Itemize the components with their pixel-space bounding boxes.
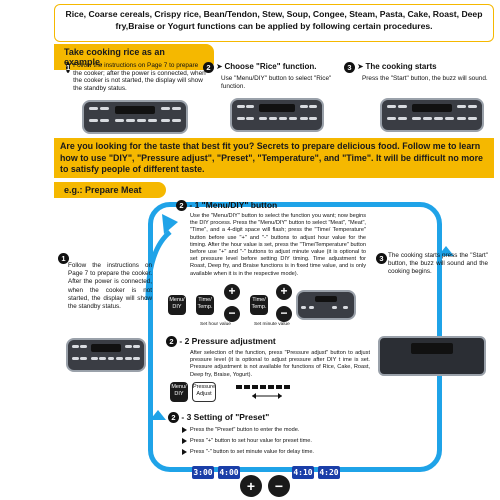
minus-key: − [224, 306, 240, 322]
diy-display [314, 295, 338, 303]
menu-diy-heading: 2 - 1 "Menu/DIY" button [176, 200, 277, 212]
set-hour-label: Set hour value [200, 322, 231, 327]
step-number: 2 [203, 62, 214, 73]
pressure-adjust-key: Pressure Adjust [192, 382, 216, 402]
arrow-head-icon [150, 410, 166, 420]
plus-key: + [276, 284, 292, 300]
bullet-icon [182, 448, 187, 455]
preset-display: 4:20 [318, 466, 340, 479]
intro-box: Rice, Coarse cereals, Crispy rice, Bean/… [54, 4, 494, 42]
rice-step-2-text: Use "Menu/DIY" button to select "Rice" f… [221, 75, 332, 90]
pressure-level-bar [236, 385, 290, 399]
rice-step-3-title: The cooking starts [365, 62, 437, 72]
standby-display [114, 106, 156, 114]
arrow-right-icon: ➤ [216, 62, 223, 72]
meat-step-1-text: Follow the instructions on Page 7 to pre… [68, 262, 152, 311]
cooking-panel-photo [378, 336, 486, 376]
meat-example-tab: e.g.: Prepare Meat [54, 182, 166, 198]
pressure-heading: 2 - 2 Pressure adjustment [166, 336, 276, 348]
step-number: 1 [66, 62, 71, 73]
rice-step-1-text: Follow the instructions on Page 7 to pre… [73, 62, 206, 92]
meat-step-1-number: 1 [58, 250, 69, 268]
preset-heading: 2 - 3 Setting of "Preset" [168, 412, 269, 424]
standby-display [90, 344, 122, 352]
cooker-control-panel [66, 338, 146, 372]
rice-step-2-title: Choose "Rice" function. [224, 62, 317, 72]
arrow-head-icon [162, 214, 178, 234]
arrow-right-icon: ➤ [357, 62, 364, 72]
cooker-control-panel [380, 98, 484, 132]
menu-diy-key: Menu/ DIY [170, 382, 188, 402]
plus-key: + [240, 475, 262, 497]
meat-example-label: e.g.: Prepare Meat [64, 185, 142, 195]
rice-step-1: 1 Follow the instructions on Page 7 to p… [66, 62, 206, 92]
rice-step-3: 3➤ The cooking starts Press the "Start" … [344, 62, 492, 83]
rice-step-3-text: Press the "Start" button, the buzz will … [362, 75, 488, 82]
rice-example-label: Take cooking rice as an example. [64, 47, 165, 67]
pressure-text: After selection of the function, press "… [190, 350, 370, 378]
diy-intro-text: Are you looking for the taste that best … [60, 141, 483, 174]
set-minute-label: Set minute value [254, 322, 290, 327]
plus-key: + [224, 284, 240, 300]
menu-diy-key: Menu/ DIY [168, 295, 186, 315]
diy-intro-band: Are you looking for the taste that best … [54, 138, 494, 178]
meat-step-3-text: The cooking starts press the "Start" but… [388, 252, 488, 276]
cooker-control-panel [296, 290, 356, 320]
intro-text: Rice, Coarse cereals, Crispy rice, Bean/… [65, 9, 483, 31]
bullet-icon [182, 426, 187, 433]
time-temp-key: Time/ Temp. [250, 295, 268, 315]
preset-display: 4:00 [218, 466, 240, 479]
preset-display: 4:10 [292, 466, 314, 479]
meat-step-3-number: 3 [376, 250, 387, 268]
rice-step-2: 2➤ Choose "Rice" function. Use "Menu/DIY… [203, 62, 333, 90]
bullet-icon [182, 437, 187, 444]
arrow-head-icon [438, 246, 454, 256]
step-number: 3 [344, 62, 355, 73]
cooking-display [412, 104, 452, 112]
preset-steps: Press the "Preset" button to enter the m… [182, 426, 392, 457]
minus-key: − [268, 475, 290, 497]
preset-display: 3:00 [192, 466, 214, 479]
rice-example-tab: Take cooking rice as an example. [54, 44, 214, 70]
time-temp-key: Time/ Temp. [196, 295, 214, 315]
minus-key: − [276, 306, 292, 322]
rice-display [259, 104, 295, 112]
menu-diy-text: Use the "Menu/DIY" button to select the … [190, 213, 366, 277]
cooker-control-panel [82, 100, 188, 134]
cooker-control-panel [230, 98, 324, 132]
